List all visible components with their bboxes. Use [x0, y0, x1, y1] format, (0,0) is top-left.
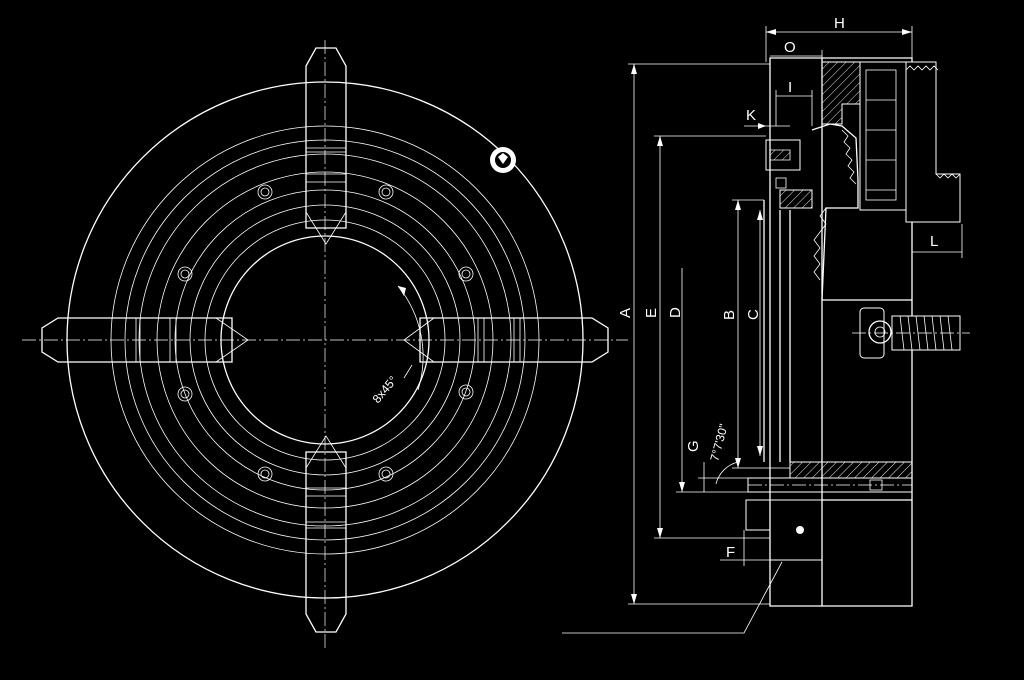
front-view: 8x45°: [22, 40, 628, 650]
dim-label-O: O: [784, 39, 796, 56]
dim-label-H: H: [834, 15, 845, 32]
bolt-hole: [458, 266, 474, 282]
dim-label-G: G: [685, 440, 702, 452]
jaw-right: [403, 317, 609, 363]
dim-label-A: A: [617, 308, 634, 318]
bolt-hole: [458, 384, 474, 400]
logo-icon: [490, 147, 516, 173]
bolt-hole: [378, 466, 394, 482]
adjustment-screw: [852, 307, 970, 359]
dim-label-I: I: [788, 79, 792, 96]
jaw-left: [41, 317, 249, 363]
jaw-bottom: [305, 435, 347, 633]
dim-label-D: D: [667, 307, 684, 318]
dim-label-B: B: [721, 310, 738, 320]
jaw-top: [305, 47, 347, 245]
bolt-hole: [177, 386, 193, 402]
dim-label-K: K: [746, 107, 756, 124]
bolt-hole: [257, 184, 273, 200]
dim-label-taper: 7°7'30": [707, 422, 730, 462]
label-holes-angle: 8x45°: [370, 373, 401, 406]
bolt-hole: [177, 266, 193, 282]
bolt-hole: [378, 184, 394, 200]
dim-label-L: L: [930, 233, 938, 250]
dim-label-F: F: [726, 544, 735, 561]
leader-line: [562, 561, 783, 634]
dim-label-C: C: [745, 309, 762, 320]
dim-label-E: E: [643, 308, 660, 318]
bolt-holes: [177, 184, 474, 482]
body-outline: [769, 57, 913, 607]
bolt-hole: [257, 466, 273, 482]
angle-arc: [397, 285, 424, 391]
section-view: [562, 57, 970, 634]
